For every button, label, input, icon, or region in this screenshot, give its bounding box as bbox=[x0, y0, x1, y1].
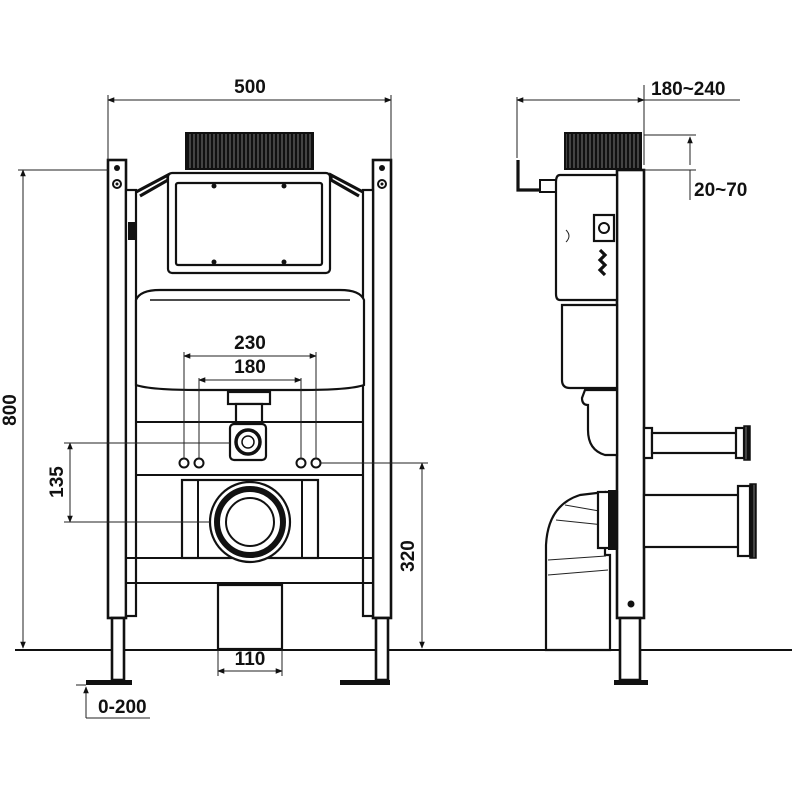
right-upright bbox=[371, 158, 393, 620]
side-flush-cap bbox=[564, 132, 642, 170]
height-dimension: 800 bbox=[0, 394, 21, 426]
width-dimension: 500 bbox=[234, 77, 266, 98]
cistern-tank bbox=[134, 288, 366, 392]
left-foot-plate bbox=[86, 680, 132, 685]
outlet-height-dimension: 320 bbox=[398, 540, 419, 572]
side-view: 180~240 20~70 bbox=[516, 79, 757, 685]
right-foot-plate bbox=[340, 680, 390, 685]
front-view: 500 800 230 180 135 320 110 0-200 bbox=[0, 77, 428, 719]
wall-dimension: 20~70 bbox=[694, 180, 747, 201]
side-upright bbox=[615, 168, 646, 620]
left-upright bbox=[106, 158, 128, 620]
side-drain-pipe bbox=[642, 493, 742, 549]
outer-bolt-spacing: 230 bbox=[234, 333, 266, 354]
side-drain-elbow bbox=[544, 490, 612, 652]
inner-bolt-spacing: 180 bbox=[234, 357, 266, 378]
foot-adjust-dimension: 0-200 bbox=[98, 697, 147, 718]
side-foot-plate bbox=[614, 680, 648, 685]
side-flush-pipe bbox=[650, 431, 739, 455]
drain-pipe bbox=[216, 583, 284, 651]
depth-dimension: 180~240 bbox=[651, 79, 726, 100]
side-flush-elbow bbox=[580, 388, 619, 457]
flush-cap bbox=[185, 132, 314, 170]
vertical-offset-dimension: 135 bbox=[47, 466, 68, 498]
pipe-diameter-dimension: 110 bbox=[235, 649, 266, 670]
